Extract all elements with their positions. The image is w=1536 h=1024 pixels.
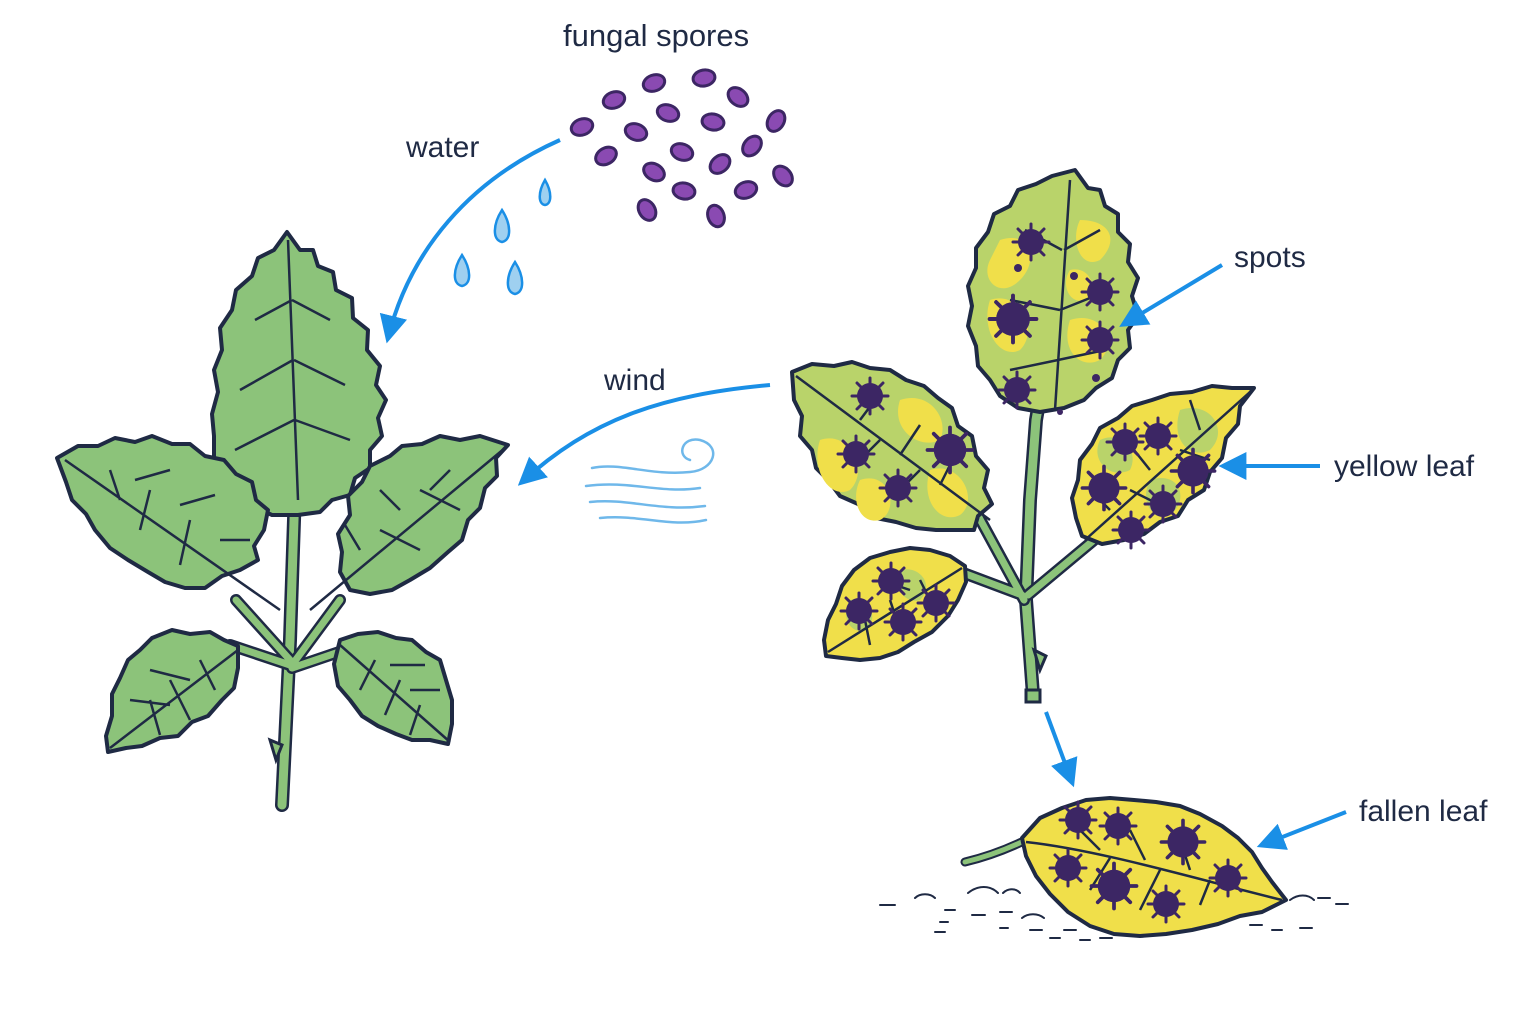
spore (700, 112, 726, 132)
spore (671, 181, 697, 201)
spore (691, 68, 717, 88)
fallen-leaf-arrow (1256, 810, 1347, 850)
water-drop (538, 177, 552, 207)
fungal-spot (1011, 222, 1051, 262)
spore (623, 122, 649, 142)
yellow-leaf-label: yellow leaf (1334, 450, 1475, 483)
fungal-spot (1080, 272, 1120, 312)
fall-arrow (1044, 711, 1078, 788)
fungal-spot (1111, 510, 1151, 550)
fungal-spot (883, 602, 923, 642)
spore (669, 142, 695, 162)
wind-lines (584, 438, 715, 524)
spore (733, 180, 759, 200)
fungal-spot (1208, 858, 1248, 898)
water-drop (453, 252, 471, 288)
fungal-spot (1089, 861, 1139, 911)
healthy-leaf-left (55, 434, 270, 590)
spore (708, 153, 732, 175)
fungal-spot (925, 425, 975, 475)
fungal-spot (997, 370, 1037, 410)
fungal-spot (871, 561, 911, 601)
spore (594, 145, 618, 167)
fungal-spot (916, 583, 956, 623)
fungal-spot (839, 591, 879, 631)
water-drop (493, 207, 511, 244)
fungal-spot (1058, 800, 1098, 840)
fungal-spot (1143, 484, 1183, 524)
spore (569, 117, 595, 137)
healthy-leaf-lower-left (104, 628, 240, 754)
fungal-spores-label: fungal spores (563, 18, 750, 53)
fungal-spot (850, 376, 890, 416)
healthy-leaf-top (210, 230, 388, 517)
healthy-plant (55, 230, 510, 812)
fungal-spot (1080, 464, 1128, 512)
spore (636, 198, 658, 222)
spore (641, 73, 667, 93)
fallen-leaf-label: fallen leaf (1359, 795, 1488, 828)
spore (655, 103, 681, 123)
wind-arrow (517, 383, 771, 486)
fungal-spot (1098, 806, 1138, 846)
spore (726, 86, 750, 108)
spore (642, 161, 666, 183)
fungal-spores-cluster (569, 68, 794, 229)
water-arrow (379, 138, 561, 344)
spore (601, 90, 627, 110)
fungal-spot (836, 434, 876, 474)
fungal-spot (1048, 848, 1088, 888)
fungal-spot (1146, 884, 1186, 924)
fallen-leaf (960, 796, 1288, 938)
fungal-spot (1105, 422, 1145, 462)
fungal-spot (878, 468, 918, 508)
spore (765, 109, 787, 133)
water-drop (506, 259, 524, 296)
water-drops (453, 177, 552, 296)
spots-arrow (1119, 263, 1224, 327)
spore (706, 203, 726, 229)
water-label: water (406, 131, 480, 164)
fungal-spot (1169, 447, 1217, 495)
healthy-leaf-lower-right (332, 630, 454, 746)
ground-marks (879, 886, 1349, 941)
wind-label: wind (604, 364, 666, 397)
spore (772, 164, 794, 188)
spots-label: spots (1234, 241, 1306, 274)
infected-plant (790, 168, 1256, 704)
fungal-spot (1138, 416, 1178, 456)
fungal-spot (987, 293, 1039, 345)
spore (741, 134, 763, 158)
fungal-spot (1159, 818, 1207, 866)
fungal-spot (1080, 320, 1120, 360)
